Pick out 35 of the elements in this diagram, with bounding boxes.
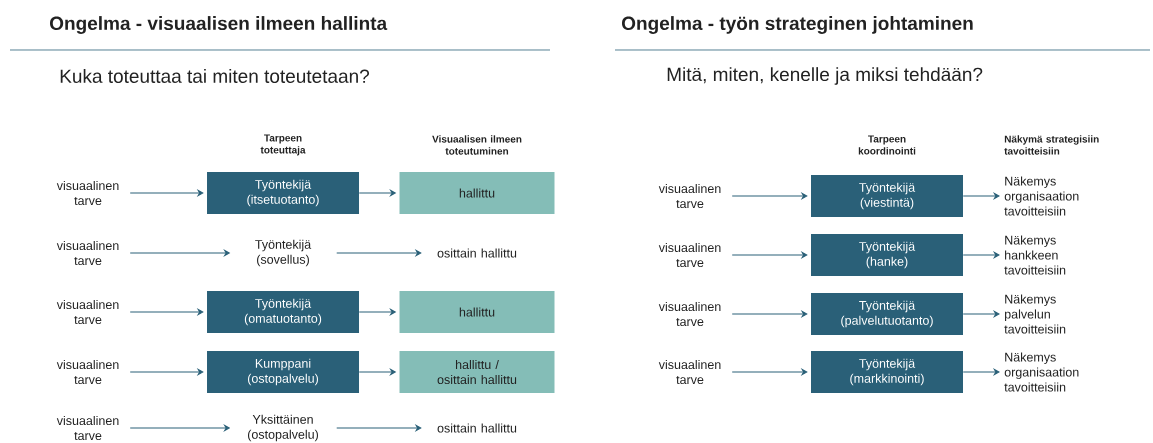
process-box: Työntekijä (itsetuotanto) [207, 172, 359, 214]
result-text: Näkemys organisaation tavoitteisiin [1004, 176, 1079, 216]
result-text: Näkemys palvelun tavoitteisiin [1004, 294, 1066, 334]
result-box: hallittu [399, 172, 555, 214]
node-text: visuaalinen tarve [658, 183, 721, 209]
node-text: visuaalinen tarve [56, 240, 119, 266]
node-text: visuaalinen tarve [56, 359, 119, 385]
process-box: Työntekijä (viestintä) [811, 175, 963, 217]
process-box: Työntekijä (omatuotanto) [207, 291, 359, 333]
process-box: Työntekijä (palvelutuotanto) [811, 293, 963, 335]
node-text: Yksittäinen (ostopalvelu) [248, 414, 318, 442]
result-box: hallittu / osittain hallittu [399, 351, 555, 393]
subtitle: Kuka toteuttaa tai miten toteutetaan? [60, 69, 370, 83]
result-box: hallittu [399, 291, 555, 333]
node-text: visuaalinen tarve [658, 359, 721, 385]
process-box: Kumppani (ostopalvelu) [207, 351, 359, 393]
node-text: osittain hallittu [437, 248, 517, 258]
panel-title: Ongelma - visuaalisen ilmeen hallinta [50, 16, 388, 34]
panel-title: Ongelma - työn strateginen johtaminen [622, 16, 973, 34]
node-text: visuaalinen tarve [56, 415, 119, 441]
node-text: visuaalinen tarve [658, 301, 721, 327]
node-text: Työntekijä (sovellus) [255, 239, 312, 267]
column-header: Näkymä strategisiin tavoitteisiin [1004, 135, 1099, 155]
node-text: visuaalinen tarve [56, 180, 119, 206]
column-header: Tarpeen koordinointi [858, 135, 916, 155]
process-box: Työntekijä (hanke) [811, 234, 963, 276]
result-text: Näkemys organisaation tavoitteisiin [1004, 352, 1079, 392]
column-header: Visuaalisen ilmeen toteutuminen [432, 135, 522, 155]
node-text: visuaalinen tarve [56, 299, 119, 325]
subtitle: Mitä, miten, kenelle ja miksi tehdään? [667, 67, 983, 85]
result-text: Näkemys hankkeen tavoitteisiin [1004, 235, 1066, 275]
node-text: osittain hallittu [437, 423, 517, 433]
node-text: visuaalinen tarve [658, 242, 721, 268]
process-box: Työntekijä (markkinointi) [811, 351, 963, 393]
column-header: Tarpeen toteuttaja [260, 134, 306, 156]
